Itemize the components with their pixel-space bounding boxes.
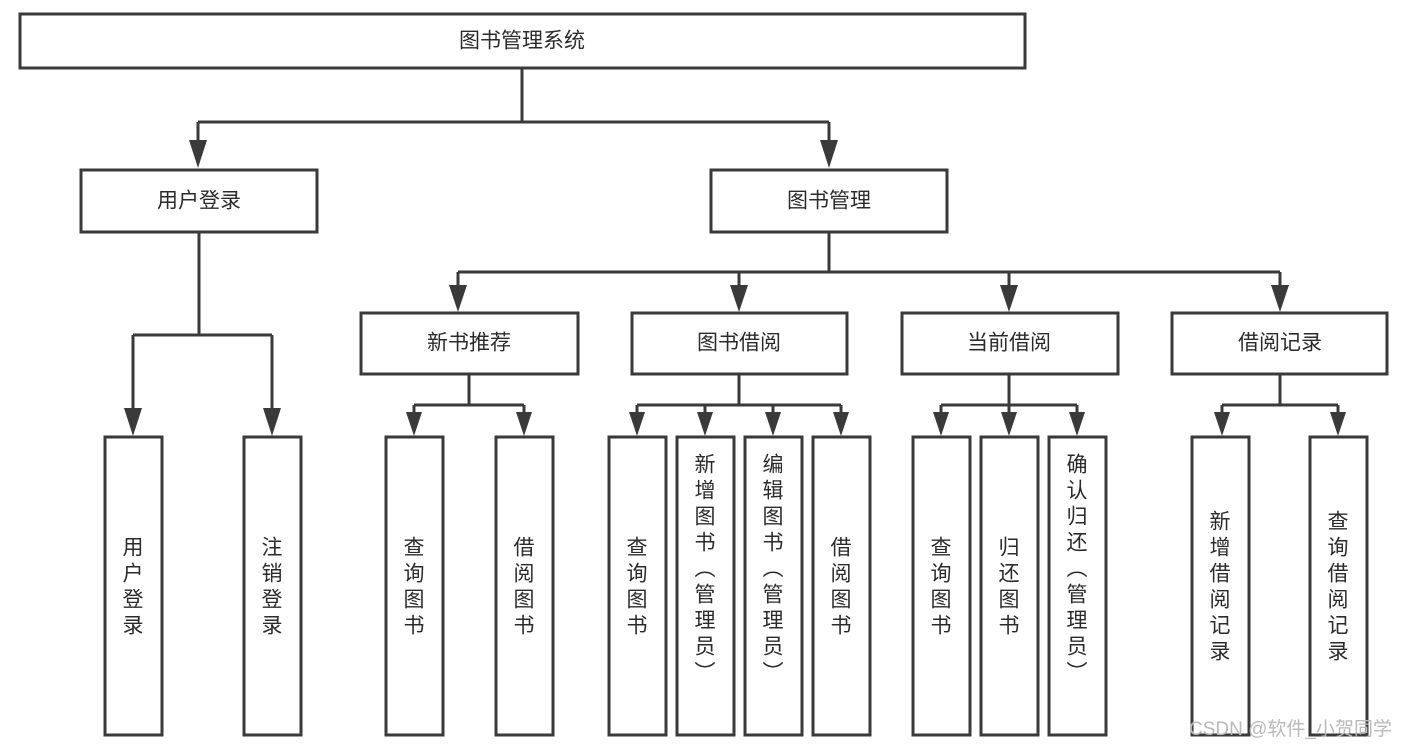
- node-leaf-add-record-box[interactable]: [1190, 435, 1251, 737]
- node-leaf-confirm-return-box[interactable]: [1047, 435, 1108, 737]
- node-root[interactable]: 图书管理系统: [18, 12, 1027, 70]
- node-borrow-record-label: 借阅记录: [1238, 332, 1322, 355]
- node-current-borrow-label: 当前借阅: [967, 332, 1051, 355]
- node-leaf-user-logout-box[interactable]: [242, 435, 303, 737]
- node-current-borrow-box[interactable]: [900, 311, 1120, 376]
- node-user-login-box[interactable]: [79, 168, 319, 234]
- node-borrow-record[interactable]: 借阅记录: [1170, 311, 1389, 376]
- arrow-leaf-query-record: [1330, 412, 1346, 436]
- node-leaf-user-login[interactable]: 用户登录: [103, 435, 164, 737]
- node-book-borrow-box[interactable]: [630, 311, 849, 376]
- node-leaf-add-record-label: 新增借阅记录: [1210, 510, 1231, 663]
- node-leaf-query-book-1-label: 查询图书: [404, 536, 425, 637]
- node-leaf-query-book-1[interactable]: 查询图书: [384, 435, 445, 737]
- node-book-manage-label: 图书管理: [787, 190, 871, 213]
- node-leaf-query-book-2[interactable]: 查询图书: [607, 435, 668, 737]
- node-leaf-query-record[interactable]: 查询借阅记录: [1308, 435, 1369, 737]
- node-leaf-borrow-book-2-box[interactable]: [811, 435, 872, 737]
- node-leaf-borrow-book-2[interactable]: 借阅图书: [811, 435, 872, 737]
- connector-layer: [124, 68, 1346, 436]
- arrow-to-book-manage: [820, 140, 838, 168]
- node-borrow-record-box[interactable]: [1170, 311, 1389, 376]
- node-leaf-add-book-box[interactable]: [675, 435, 736, 737]
- node-leaf-user-login-label: 用户登录: [123, 536, 144, 637]
- node-leaf-add-book[interactable]: 新增图书︵管理员︶: [675, 435, 736, 737]
- arrow-leaf-borrow-book-1: [516, 412, 532, 436]
- arrow-leaf-query-book-1: [406, 412, 422, 436]
- node-leaf-borrow-book-2-label: 借阅图书: [831, 536, 852, 637]
- node-leaf-query-book-3-label: 查询图书: [931, 536, 952, 637]
- node-root-label: 图书管理系统: [459, 30, 585, 53]
- arrow-to-new-book-recommend: [449, 285, 467, 312]
- node-book-manage[interactable]: 图书管理: [709, 168, 949, 234]
- node-book-borrow-label: 图书借阅: [697, 332, 781, 355]
- node-leaf-query-book-1-box[interactable]: [384, 435, 445, 737]
- node-leaf-borrow-book-1-box[interactable]: [494, 435, 555, 737]
- node-leaf-add-record[interactable]: 新增借阅记录: [1190, 435, 1251, 737]
- node-leaf-query-record-label: 查询借阅记录: [1328, 510, 1349, 663]
- node-leaf-borrow-book-1[interactable]: 借阅图书: [494, 435, 555, 737]
- node-leaf-return-book-box[interactable]: [979, 435, 1040, 737]
- arrow-to-current-borrow: [1000, 285, 1018, 312]
- node-leaf-return-book[interactable]: 归还图书: [979, 435, 1040, 737]
- arrow-to-book-borrow: [730, 285, 748, 312]
- node-book-borrow[interactable]: 图书借阅: [630, 311, 849, 376]
- arrow-to-borrow-record: [1271, 285, 1289, 312]
- node-leaf-query-record-box[interactable]: [1308, 435, 1369, 737]
- node-leaf-edit-book-label: 编辑图书︵管理员︶: [763, 453, 784, 684]
- arrow-leaf-add-record: [1214, 412, 1230, 436]
- node-leaf-confirm-return[interactable]: 确认归还︵管理员︶: [1047, 435, 1108, 737]
- node-new-book-recommend-box[interactable]: [359, 311, 580, 376]
- arrow-leaf-borrow-book-2: [833, 412, 849, 436]
- node-leaf-user-logout-label: 注销登录: [262, 536, 283, 637]
- node-leaf-user-login-box[interactable]: [103, 435, 164, 737]
- node-new-book-recommend-label: 新书推荐: [427, 332, 511, 355]
- node-user-login-label: 用户登录: [157, 190, 241, 213]
- arrow-leaf-user-logout: [263, 408, 281, 436]
- arrow-leaf-return-book: [1001, 412, 1017, 436]
- csdn-watermark: CSDN @软件_小贺同学: [1189, 718, 1392, 740]
- node-leaf-add-book-label: 新增图书︵管理员︶: [695, 453, 716, 684]
- arrow-leaf-add-book: [697, 412, 713, 436]
- node-leaf-query-book-2-box[interactable]: [607, 435, 668, 737]
- node-leaf-confirm-return-label: 确认归还︵管理员︶: [1067, 453, 1088, 684]
- arrow-leaf-edit-book: [765, 412, 781, 436]
- node-current-borrow[interactable]: 当前借阅: [900, 311, 1120, 376]
- arrow-leaf-user-login: [124, 408, 142, 436]
- arrow-leaf-confirm-return: [1069, 412, 1085, 436]
- node-leaf-query-book-2-label: 查询图书: [627, 536, 648, 637]
- arrow-leaf-query-book-3: [933, 412, 949, 436]
- node-leaf-edit-book[interactable]: 编辑图书︵管理员︶: [743, 435, 804, 737]
- node-leaf-return-book-label: 归还图书: [999, 536, 1020, 637]
- arrow-to-user-login: [189, 140, 207, 168]
- node-root-box[interactable]: [18, 12, 1027, 70]
- node-book-manage-box[interactable]: [709, 168, 949, 234]
- node-leaf-user-logout[interactable]: 注销登录: [242, 435, 303, 737]
- node-new-book-recommend[interactable]: 新书推荐: [359, 311, 580, 376]
- node-leaf-borrow-book-1-label: 借阅图书: [514, 536, 535, 637]
- node-leaf-query-book-3-box[interactable]: [911, 435, 972, 737]
- node-user-login[interactable]: 用户登录: [79, 168, 319, 234]
- node-leaf-query-book-3[interactable]: 查询图书: [911, 435, 972, 737]
- arrow-leaf-query-book-2: [629, 412, 645, 436]
- node-leaf-edit-book-box[interactable]: [743, 435, 804, 737]
